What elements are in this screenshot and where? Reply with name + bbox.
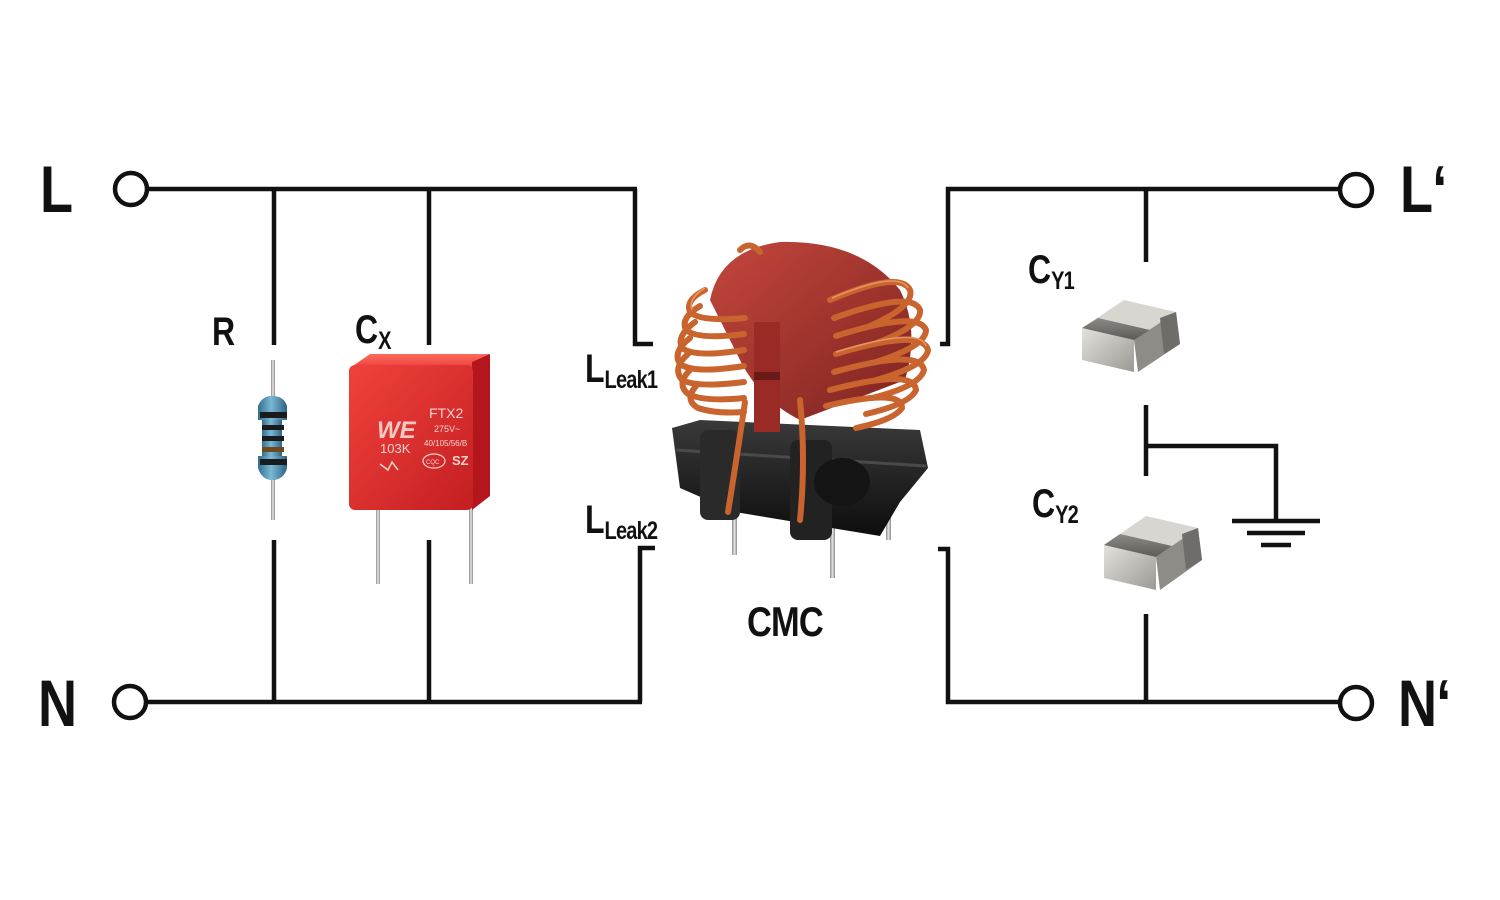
- wire-ground: [1146, 443, 1279, 521]
- x-capacitor-label-sub: X: [378, 327, 391, 355]
- leakage-2-label-sub: Leak2: [604, 517, 659, 545]
- terminal-label-l-out: L‘: [1400, 152, 1447, 226]
- x-capacitor-label: CX: [355, 308, 391, 354]
- resistor-label: R: [212, 310, 235, 354]
- leakage-1-label-main: L: [585, 347, 605, 391]
- y-capacitor-1-image: [1082, 300, 1180, 372]
- terminal-label-n-in: N: [38, 666, 77, 740]
- cx-marking-value: 103K: [380, 441, 411, 456]
- y-capacitor-1-label-main: C: [1028, 248, 1051, 292]
- x-capacitor-image: WE FTX2 275V~ 40/105/56/B 103K CQC SZ: [349, 354, 490, 584]
- leakage-1-label: LLeak1: [585, 347, 658, 393]
- terminal-l-in: [112, 170, 150, 208]
- wires-left: [148, 186, 655, 705]
- y-capacitor-2-label-main: C: [1032, 482, 1055, 526]
- y-capacitor-1-label-sub: Y1: [1051, 267, 1075, 295]
- y-capacitor-2-label: CY2: [1032, 482, 1079, 528]
- terminal-l-out: [1337, 171, 1375, 209]
- svg-text:WE: WE: [377, 417, 417, 444]
- y-capacitor-1-label: CY1: [1028, 248, 1075, 294]
- resistor-image: [258, 360, 287, 520]
- terminal-n-out: [1337, 684, 1375, 722]
- leakage-1-label-sub: Leak1: [604, 366, 659, 394]
- cx-marking-voltage: 275V~: [434, 424, 460, 434]
- cx-marking-cqc: CQC: [426, 460, 440, 466]
- y-capacitor-2-label-sub: Y2: [1055, 501, 1079, 529]
- x-capacitor-label-main: C: [355, 308, 378, 352]
- cx-marking-class: 40/105/56/B: [424, 439, 467, 448]
- y-capacitor-2-image: [1104, 516, 1202, 590]
- cx-marking-sz: SZ: [452, 453, 469, 468]
- wire-lleak1: [632, 189, 653, 347]
- terminal-label-n-out: N‘: [1398, 666, 1451, 740]
- cx-marking-ftx2: FTX2: [429, 405, 463, 421]
- leakage-2-label-main: L: [585, 498, 605, 542]
- leakage-2-label: LLeak2: [585, 498, 658, 544]
- wire-lleak2: [637, 545, 655, 702]
- cmc-image: [672, 241, 932, 578]
- terminal-label-l-in: L: [40, 152, 73, 226]
- terminal-n-in: [111, 683, 149, 721]
- ground-symbol: [1232, 518, 1320, 548]
- cmc-label: CMC: [747, 598, 824, 645]
- wires-right: [938, 186, 1340, 705]
